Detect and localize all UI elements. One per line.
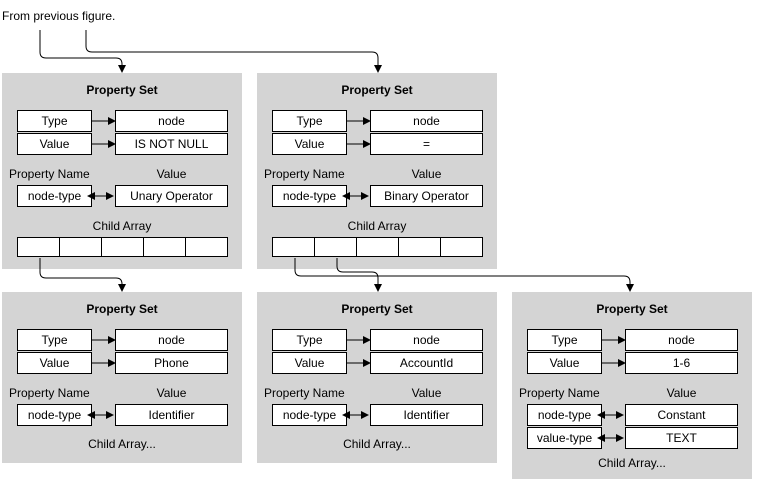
type-label: Type [272, 329, 347, 351]
value-value: Phone [115, 352, 228, 374]
child-array-slot [315, 238, 357, 256]
type-label: Type [272, 110, 347, 132]
property-name-cell: node-type [527, 404, 602, 426]
type-value: node [370, 329, 483, 351]
value-header: Value [411, 386, 442, 400]
property-name-cell: node-type [17, 404, 92, 426]
child-connector [39, 258, 126, 292]
property-set-panel: Property Set Type node Value Phone Prope… [2, 292, 242, 463]
property-set-panel: Property Set Type node Value IS NOT NULL… [2, 73, 242, 269]
property-value-cell: TEXT [625, 427, 738, 449]
value-value: IS NOT NULL [115, 133, 228, 155]
panel-title: Property Set [341, 83, 413, 97]
incoming-connector [85, 30, 382, 73]
child-array-label: Child Array... [598, 456, 666, 470]
value-header: Value [411, 167, 442, 181]
value-value: = [370, 133, 483, 155]
panel-title: Property Set [86, 83, 158, 97]
child-array-slot [357, 238, 399, 256]
type-value: node [625, 329, 738, 351]
property-value-cell: Binary Operator [370, 185, 483, 207]
property-name-header: Property Name [519, 386, 600, 400]
caption: From previous figure. [2, 9, 116, 23]
property-value-cell: Identifier [370, 404, 483, 426]
value-label: Value [527, 352, 602, 374]
child-array-label: Child Array... [343, 437, 411, 451]
value-header: Value [156, 386, 187, 400]
child-array-slot [273, 238, 315, 256]
panel-title: Property Set [596, 302, 668, 316]
value-header: Value [156, 167, 187, 181]
incoming-connector [39, 30, 126, 73]
property-name-header: Property Name [9, 167, 90, 181]
child-array-slot [399, 238, 441, 256]
property-value-cell: Identifier [115, 404, 228, 426]
property-set-panel: Property Set Type node Value = Property … [257, 73, 497, 269]
value-label: Value [17, 133, 92, 155]
property-set-panel: Property Set Type node Value 1-6 Propert… [512, 292, 752, 479]
type-label: Type [527, 329, 602, 351]
property-name-cell: node-type [272, 185, 347, 207]
value-label: Value [272, 352, 347, 374]
property-set-panel: Property Set Type node Value AccountId P… [257, 292, 497, 463]
value-label: Value [17, 352, 92, 374]
child-array-label: Child Array... [88, 437, 156, 451]
child-array [17, 237, 228, 257]
property-name-cell: value-type [527, 427, 602, 449]
value-label: Value [272, 133, 347, 155]
child-array-label: Child Array [347, 219, 407, 233]
property-name-header: Property Name [264, 167, 345, 181]
type-label: Type [17, 110, 92, 132]
child-array-slot [18, 238, 60, 256]
value-header: Value [666, 386, 697, 400]
child-connector [336, 258, 382, 292]
child-connector [294, 258, 634, 292]
property-value-cell: Constant [625, 404, 738, 426]
child-array-slot [102, 238, 144, 256]
value-value: 1-6 [625, 352, 738, 374]
type-value: node [370, 110, 483, 132]
type-value: node [115, 329, 228, 351]
property-name-cell: node-type [272, 404, 347, 426]
property-name-header: Property Name [9, 386, 90, 400]
panel-title: Property Set [341, 302, 413, 316]
child-array-slot [60, 238, 102, 256]
property-name-header: Property Name [264, 386, 345, 400]
property-value-cell: Unary Operator [115, 185, 228, 207]
child-array-label: Child Array [92, 219, 152, 233]
child-array-slot [144, 238, 186, 256]
child-array [272, 237, 483, 257]
type-label: Type [17, 329, 92, 351]
panel-title: Property Set [86, 302, 158, 316]
